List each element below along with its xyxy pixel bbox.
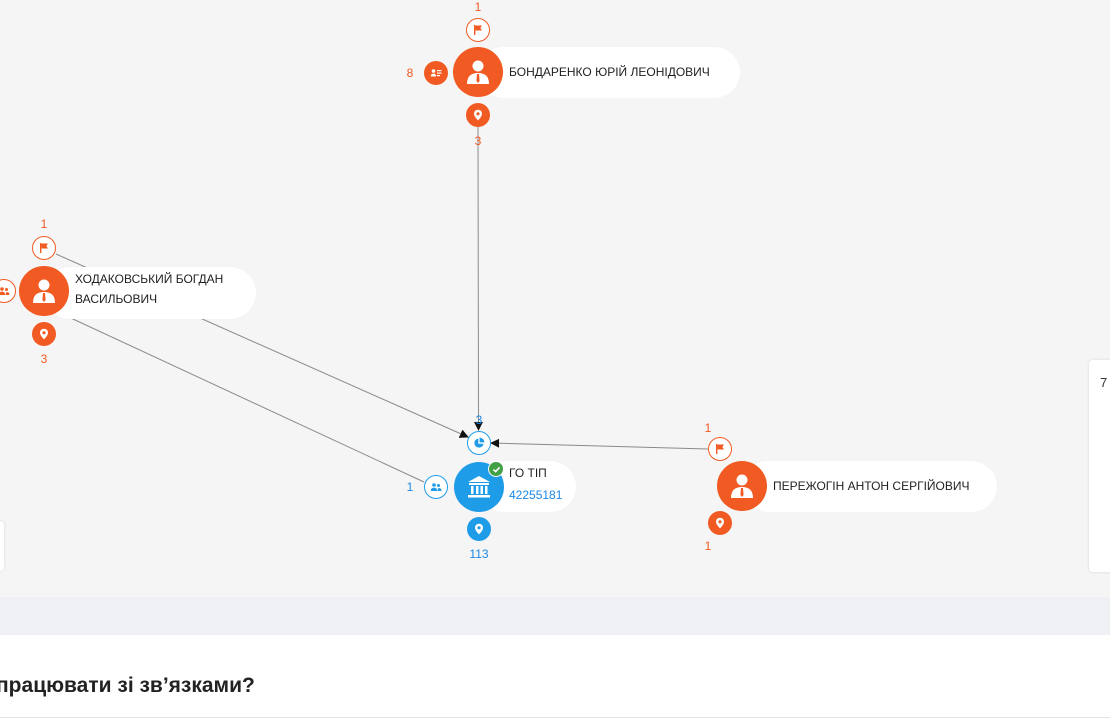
edge-khodakovskyi-to-gotip-members [59,312,425,483]
person-node-circle[interactable] [717,461,767,511]
list-count: 8 [406,66,414,80]
flag-icon [40,243,48,253]
node-label-pill [44,267,256,319]
person-icon [33,279,55,303]
flag-button[interactable] [466,18,490,42]
graph-canvas[interactable]: БОНДАРЕНКО ЮРІЙ ЛЕОНІДОВИЧ 1 8 3 ХОДАКОВ… [0,0,1110,597]
bank-icon [468,476,490,498]
node-label-pill [742,461,997,512]
person-icon [731,474,753,498]
faq-section [0,635,1110,721]
address-button[interactable] [32,322,56,346]
person-icon [467,60,489,84]
id-card-icon [430,69,442,77]
flag-count: 1 [40,217,48,231]
person-node-circle[interactable] [19,266,69,316]
address-count: 3 [40,352,48,366]
footer-divider-line [0,717,1110,718]
address-count: 3 [474,134,482,148]
address-button[interactable] [466,103,490,127]
list-button[interactable] [424,61,448,85]
edge-bondarenko-to-gotip [473,126,483,431]
node-name: ГО ТІП [509,466,547,480]
flag-button[interactable] [708,437,732,461]
node-name-line2: ВАСИЛЬОВИЧ [75,292,158,306]
address-button[interactable] [467,517,491,541]
edrpou-code[interactable]: 42255181 [509,488,563,502]
flag-icon [474,25,482,35]
node-label-pill [478,47,740,98]
flag-icon [716,444,724,454]
node-name: ПЕРЕЖОГІН АНТОН СЕРГІЙОВИЧ [773,479,970,493]
founders-count: 1 [406,480,414,494]
section-divider [0,597,1110,635]
node-name-line1: ХОДАКОВСЬКИЙ БОГДАН [75,272,224,286]
ownership-button[interactable] [467,431,491,455]
left-side-panel[interactable] [0,521,4,571]
founders-button[interactable] [424,475,448,499]
address-count: 1 [704,539,712,553]
ownership-count: 3 [475,413,483,427]
address-count: 113 [469,547,489,561]
right-panel-text: 7 [1100,375,1108,390]
flag-button[interactable] [32,236,56,260]
location-pin-icon [474,109,482,121]
flag-count: 1 [474,0,482,14]
location-pin-icon [716,517,724,529]
pie-chart-icon [474,437,485,448]
group-icon [0,287,10,295]
location-pin-icon [475,523,483,535]
node-name: БОНДАРЕНКО ЮРІЙ ЛЕОНІДОВИЧ [509,65,710,79]
group-icon [430,483,442,491]
person-node-circle[interactable] [453,47,503,97]
location-pin-icon [40,328,48,340]
edge-pryamo-to-gotip [490,438,709,450]
verified-check-icon [488,461,504,477]
flag-count: 1 [704,421,712,435]
faq-heading: працювати зі зв’язками? [0,674,255,697]
right-side-panel[interactable]: 7 [1089,360,1110,572]
address-button[interactable] [708,511,732,535]
